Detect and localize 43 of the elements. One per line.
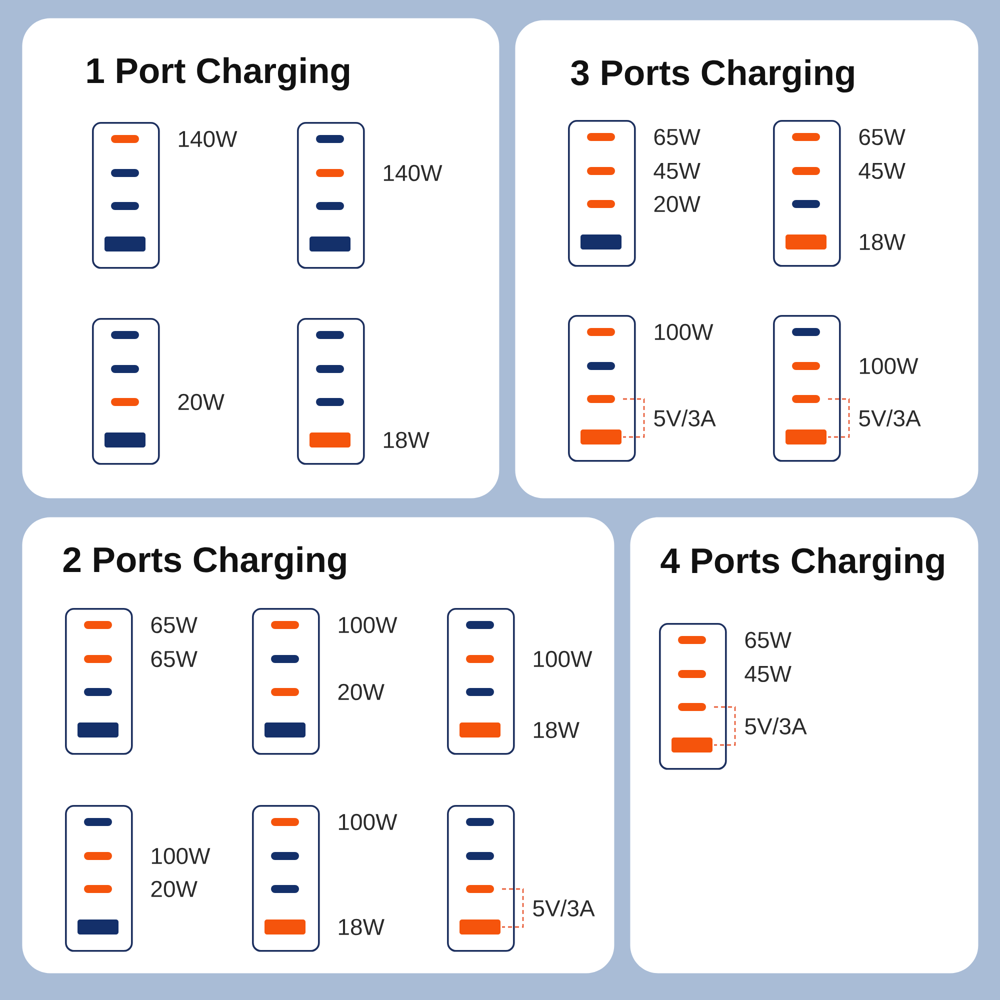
wattage-label: 100W <box>338 616 398 634</box>
wattage-label: 20W <box>151 880 198 898</box>
wattage-label: 5V/3A <box>533 900 595 916</box>
wattage-label: 20W <box>338 684 384 700</box>
charger-icon <box>92 318 160 465</box>
charger-icon <box>568 315 636 462</box>
charger-icon <box>297 318 365 465</box>
wattage-label: 18W <box>534 722 580 738</box>
charger-icon <box>447 805 515 952</box>
charger-icon <box>773 315 841 462</box>
wattage-label: 20W <box>654 196 700 212</box>
charger-icon <box>252 805 320 952</box>
wattage-label: 45W <box>744 666 792 682</box>
wattage-label: 100W <box>338 814 398 830</box>
charger-icon <box>659 623 727 770</box>
wattage-label: 65W <box>745 632 792 648</box>
wattage-label: 140W <box>384 164 442 182</box>
charger-icon <box>568 120 636 267</box>
wattage-label: 100W <box>654 324 714 340</box>
wattage-label: 65W <box>151 650 198 668</box>
wattage-label: 100W <box>534 650 592 668</box>
charger-icon <box>65 805 133 952</box>
wattage-label: 5V/3A <box>654 410 716 426</box>
charger-icon <box>92 122 160 269</box>
charger-icon <box>447 608 515 755</box>
charger-icon <box>297 122 365 269</box>
charger-icon <box>252 608 320 755</box>
charger-icon <box>65 608 133 755</box>
wattage-label: 45W <box>858 162 906 180</box>
wattage-label: 100W <box>860 358 918 374</box>
wattage-label: 18W <box>384 432 430 448</box>
wattage-label: 18W <box>860 234 906 250</box>
wattage-label: 100W <box>152 848 210 864</box>
charger-icon <box>773 120 841 267</box>
wattage-label: 65W <box>654 128 700 146</box>
wattage-label: 140W <box>178 130 238 148</box>
wattage-label: 65W <box>151 616 198 634</box>
wattage-label: 65W <box>859 128 906 146</box>
wattage-label: 20W <box>178 394 224 410</box>
wattage-label: 5V/3A <box>745 718 807 734</box>
wattage-label: 45W <box>654 162 700 180</box>
wattage-label: 5V/3A <box>859 410 921 426</box>
wattage-label: 18W <box>338 918 384 936</box>
